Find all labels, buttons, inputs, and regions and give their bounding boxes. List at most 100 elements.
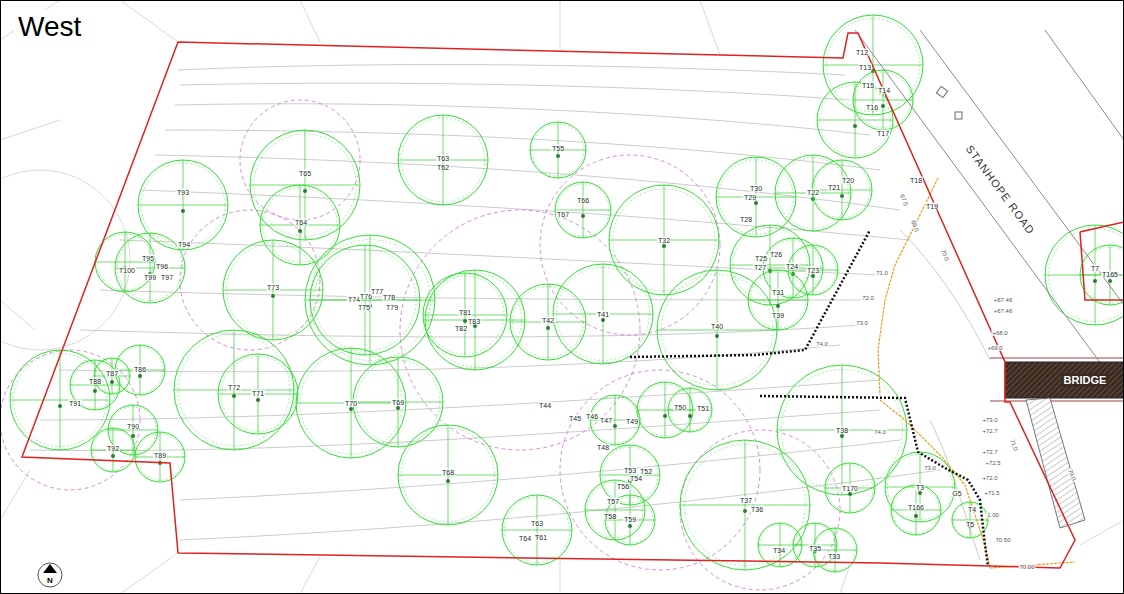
canopy-circle <box>94 358 130 394</box>
tree-tag: T55 <box>551 145 565 152</box>
road-marker <box>955 112 962 119</box>
tree-canopy <box>94 358 130 394</box>
trunk-dot <box>396 406 400 410</box>
tree-tag: T5 <box>965 521 975 528</box>
canopy-cross <box>353 357 443 447</box>
root-zone <box>560 370 760 570</box>
trunk-dot <box>663 414 667 418</box>
orange-line <box>878 178 938 395</box>
level-label: +72.5 <box>984 460 1001 466</box>
trunk-dot <box>613 424 617 428</box>
tree-tag: T18 <box>909 177 923 184</box>
contour-line <box>155 155 900 210</box>
contour-line <box>120 240 880 275</box>
trunk-dot <box>848 492 852 496</box>
trunk-dot <box>743 509 747 513</box>
canopy-circle <box>174 330 294 450</box>
contour-line <box>60 345 840 372</box>
tree-canopy <box>91 428 135 472</box>
tree-tag: T21 <box>827 184 841 191</box>
canopy-circle <box>91 428 135 472</box>
trunk-dot <box>349 407 353 411</box>
canopy-circle <box>423 273 507 357</box>
tree-canopy <box>730 225 810 305</box>
canopy-cross <box>555 182 611 238</box>
canopy-cross <box>825 463 875 513</box>
level-label: +67.46 <box>993 297 1014 303</box>
level-label: 69.0 <box>910 219 920 234</box>
trunk-dot <box>298 229 302 233</box>
level-label: +68.0 <box>991 330 1008 336</box>
canopy-circle <box>812 160 872 220</box>
tree-tag: T25 <box>754 255 768 262</box>
canopy-circle <box>135 432 185 482</box>
canopy-cross <box>885 452 955 522</box>
black-dotted-lines <box>630 230 988 566</box>
canopy-circle <box>590 395 640 445</box>
canopy-cross <box>94 358 130 394</box>
tree-tag: T14 <box>877 87 891 94</box>
tree-tag: T71 <box>251 390 265 397</box>
canopy-cross <box>510 284 586 360</box>
tree-tag: T87 <box>105 370 119 377</box>
canopy-circle <box>668 388 712 432</box>
trunk-dot <box>811 274 815 278</box>
trunk-dot <box>918 491 922 495</box>
tree-tag: T26 <box>769 251 783 258</box>
level-label: +73.0 <box>981 417 998 423</box>
canopy-cross <box>296 348 406 458</box>
tree-tag: T19 <box>925 203 939 210</box>
tree-tag: T47 <box>599 417 613 424</box>
tree-tag: T63 <box>530 520 544 527</box>
tree-canopy <box>853 70 913 130</box>
tree-tag: T52 <box>639 468 653 475</box>
tree-canopy <box>553 264 653 364</box>
tree-tag: T49 <box>625 418 639 425</box>
tree-tag: T88 <box>88 378 102 385</box>
trunk-dot <box>1108 279 1112 283</box>
canopy-circle <box>891 485 941 535</box>
tree-canopy <box>605 495 655 545</box>
canopy-cross <box>530 122 586 178</box>
contour-line <box>900 230 990 360</box>
tree-tag: T22 <box>806 189 820 196</box>
tree-canopy <box>95 232 155 292</box>
canopy-cross <box>115 345 165 395</box>
canopy-cross <box>310 245 420 355</box>
orange-lines <box>878 178 1075 568</box>
north-arrow <box>38 563 62 587</box>
contour-line <box>80 325 860 337</box>
canopy-circle <box>817 82 893 158</box>
canopy-circle <box>788 245 838 295</box>
trunk-dot <box>93 389 97 393</box>
trunk-dot <box>581 214 585 218</box>
tree-canopy <box>510 284 586 360</box>
contour-line <box>930 420 980 560</box>
root-zone <box>680 430 840 590</box>
steps <box>1026 398 1085 528</box>
level-label: 1.00 <box>986 512 1000 518</box>
tree-canopy <box>174 330 294 450</box>
trunk-dot <box>110 380 114 384</box>
dotted-line <box>760 396 988 566</box>
canopy-circle <box>680 440 810 570</box>
level-label: +72.0 <box>981 475 998 481</box>
tree-tag: T64 <box>518 535 532 542</box>
canopy-circle <box>310 245 420 355</box>
canopy-cross <box>657 270 777 390</box>
tree-tag: T68 <box>441 469 455 476</box>
tree-tag: T54 <box>629 475 643 482</box>
trunk-dot <box>271 294 275 298</box>
tree-canopies <box>0 15 1124 590</box>
canopy-cross <box>115 233 185 303</box>
level-label: 71.0 <box>875 270 889 276</box>
tree-tag: T32 <box>657 237 671 244</box>
tree-canopy <box>1045 225 1124 325</box>
canopy-cross <box>812 160 872 220</box>
tree-canopy <box>680 440 810 570</box>
tree-tag: T53 <box>623 467 637 474</box>
tree-canopy <box>748 270 808 330</box>
tree-tag: G5 <box>951 490 962 497</box>
